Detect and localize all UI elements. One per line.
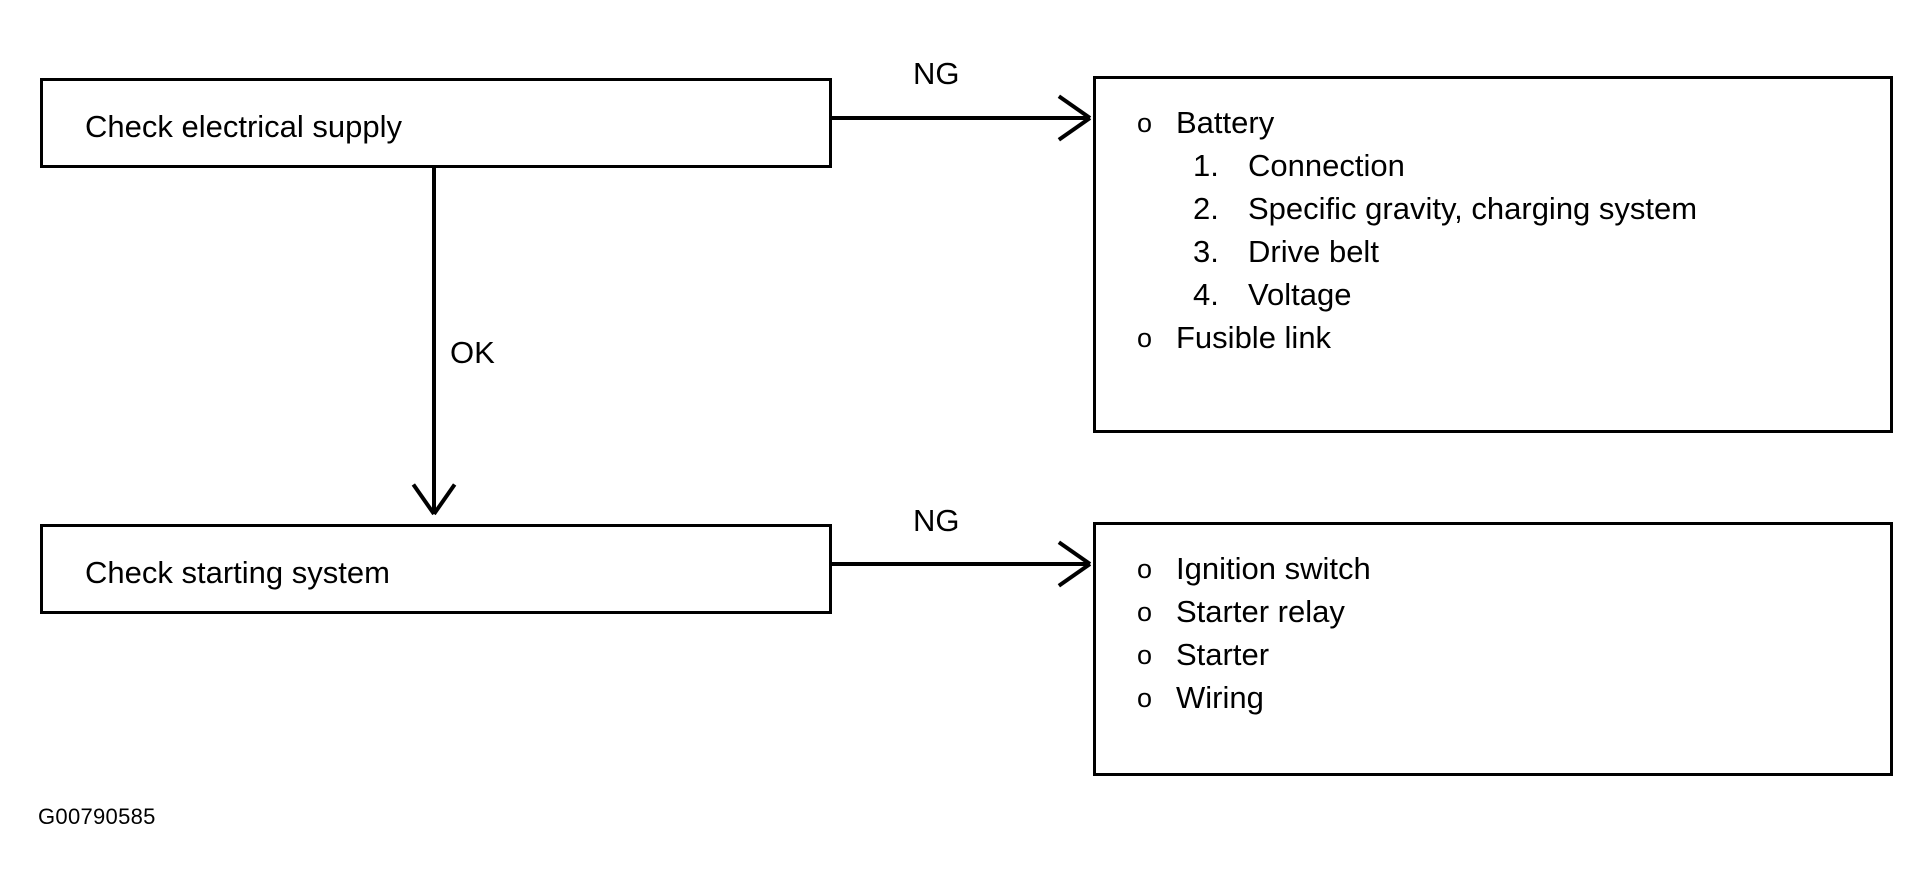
list-item-bullet-icon: o: [1137, 640, 1153, 670]
edge-label-ok: OK: [450, 335, 495, 370]
list-item-number: 2.: [1193, 191, 1219, 226]
list-item-bullet-icon: o: [1137, 323, 1153, 353]
list-item: Starter: [1176, 637, 1270, 672]
node-check-starting-system[interactable]: Check starting system: [40, 524, 832, 614]
node-check-electrical-supply-label: Check electrical supply: [85, 109, 403, 144]
list-item: Drive belt: [1248, 234, 1379, 269]
node-check-electrical-supply[interactable]: Check electrical supply: [40, 78, 832, 168]
list-item: Ignition switch: [1176, 551, 1371, 586]
list-item-bullet-icon: o: [1137, 597, 1153, 627]
list-item: Voltage: [1248, 277, 1352, 312]
list-item: Starter relay: [1176, 594, 1345, 629]
panel-electrical-supply-items[interactable]: o Battery 1. Connection 2. Specific gravity, …: [1093, 76, 1893, 433]
list-item: Connection: [1248, 148, 1405, 183]
list-item-bullet-icon: o: [1137, 683, 1153, 713]
list-item: Fusible link: [1176, 320, 1332, 355]
edge-label-ng-bottom: NG: [913, 503, 960, 538]
connector-ng-bottom-line: [832, 562, 1090, 566]
list-item-number: 3.: [1193, 234, 1219, 269]
connector-ok-line: [432, 168, 436, 513]
list-item-bullet-icon: o: [1137, 108, 1153, 138]
list-item: Battery: [1176, 105, 1275, 140]
list-item-number: 1.: [1193, 148, 1219, 183]
list-item-number: 4.: [1193, 277, 1219, 312]
node-check-starting-system-label: Check starting system: [85, 555, 390, 590]
figure-id-code: G00790585: [38, 804, 156, 829]
list-item-bullet-icon: o: [1137, 554, 1153, 584]
connector-ng-top-line: [832, 116, 1090, 120]
list-item: Wiring: [1176, 680, 1264, 715]
edge-label-ng-top: NG: [913, 56, 960, 91]
list-item: Specific gravity, charging system: [1248, 191, 1698, 226]
